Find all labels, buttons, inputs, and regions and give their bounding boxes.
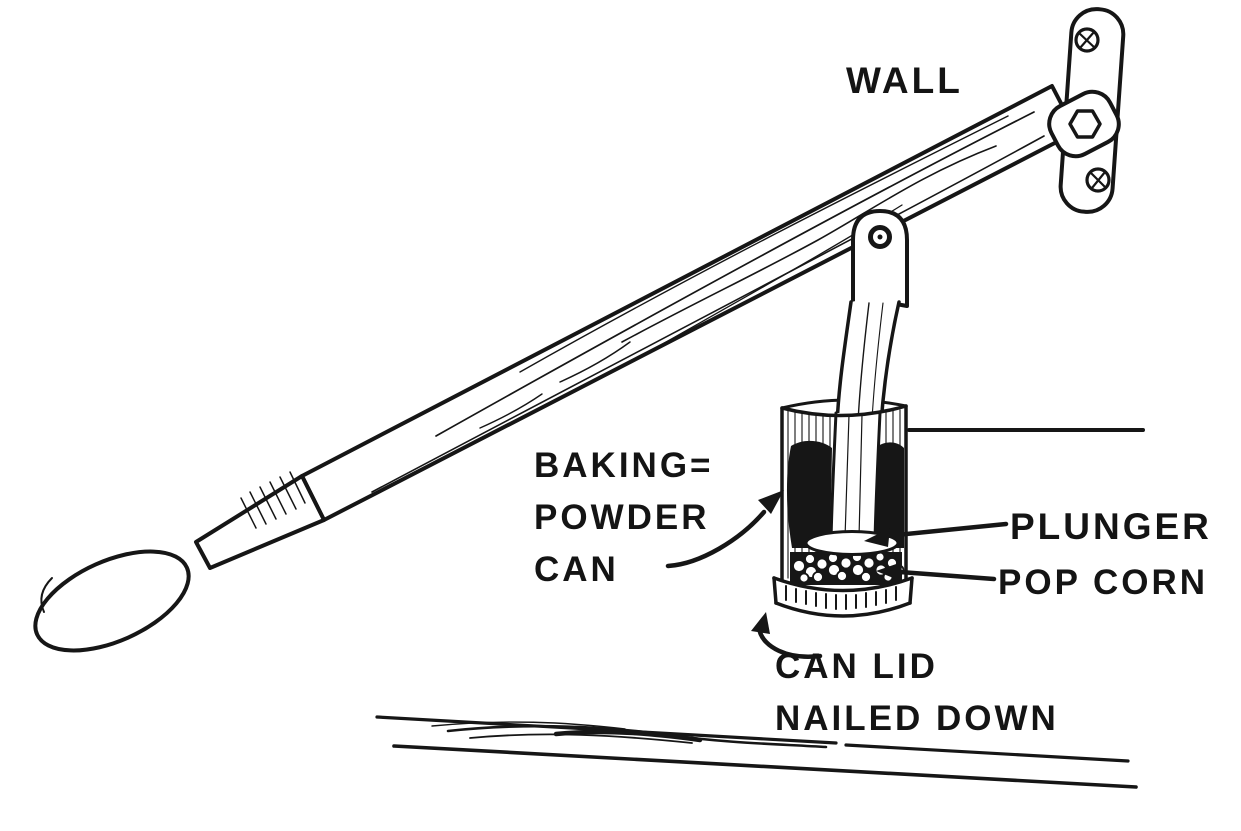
arrow-plunger — [864, 521, 1009, 547]
can-interior-shadow-left — [786, 440, 832, 548]
labels: WALL BAKING= POWDER CAN PLUNGER POP CORN… — [534, 60, 1212, 738]
can-lid — [772, 576, 914, 618]
label-baking-powder-line3: CAN — [534, 550, 619, 589]
base-board — [375, 715, 1138, 789]
lever-knob — [33, 549, 191, 653]
label-baking-powder-line1: BAKING= — [534, 446, 714, 485]
board-grain — [431, 721, 828, 749]
lever-grip — [194, 474, 326, 570]
pivot-clevis — [1047, 89, 1121, 159]
can-interior-shadow-right — [874, 442, 904, 548]
arrow-pop-corn — [876, 562, 997, 582]
plunger-shaft-inside-can — [829, 411, 882, 542]
popcorn-kernels — [792, 551, 905, 584]
label-pop-corn: POP CORN — [998, 563, 1208, 602]
baking-powder-can — [772, 404, 914, 618]
hex-bolt-icon — [1068, 109, 1102, 139]
can-front-rim — [780, 404, 908, 418]
screw-top-icon — [1074, 27, 1100, 53]
arrow-can-lid — [751, 612, 823, 659]
lid-crimp-ticks — [785, 585, 897, 610]
hanger-strap — [851, 209, 909, 308]
grip-hatching — [240, 471, 306, 529]
label-baking-powder-line2: POWDER — [534, 498, 710, 537]
label-can-lid-line2: NAILED DOWN — [775, 699, 1059, 738]
arrow-baking-powder-can — [665, 490, 784, 569]
screw-bottom-icon — [1085, 167, 1111, 193]
plunger-shaft — [835, 299, 901, 426]
callout-arrows — [665, 490, 1009, 659]
label-can-lid-line1: CAN LID — [775, 647, 938, 686]
label-wall: WALL — [846, 60, 963, 101]
label-plunger: PLUNGER — [1010, 506, 1212, 547]
